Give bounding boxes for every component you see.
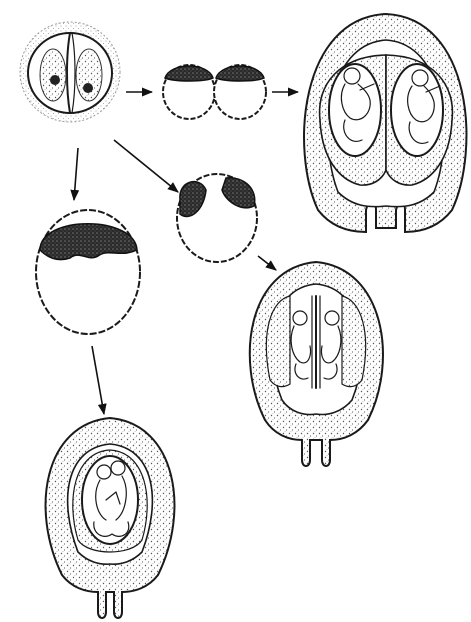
blastocyst-right [214,65,266,119]
arrow-to-monochorionic-diamniotic-uterus [258,256,276,270]
single-blastocyst-two-inner-cell-masses [177,174,257,262]
uterus-monochorionic-diamniotic [250,262,383,466]
uterus-monochorionic-monoamniotic [46,418,175,618]
arrow-to-split-mass-blastocyst [114,140,178,192]
separated-blastocysts [163,65,266,119]
arrow-to-monoamniotic-uterus [92,346,104,414]
arrow-to-single-mass-blastocyst [74,148,78,200]
blastocyst-left [163,65,215,119]
two-cell-stage [20,22,120,122]
single-blastocyst-single-inner-cell-mass [36,210,140,334]
uterus-dichorionic-diamniotic [304,14,466,232]
